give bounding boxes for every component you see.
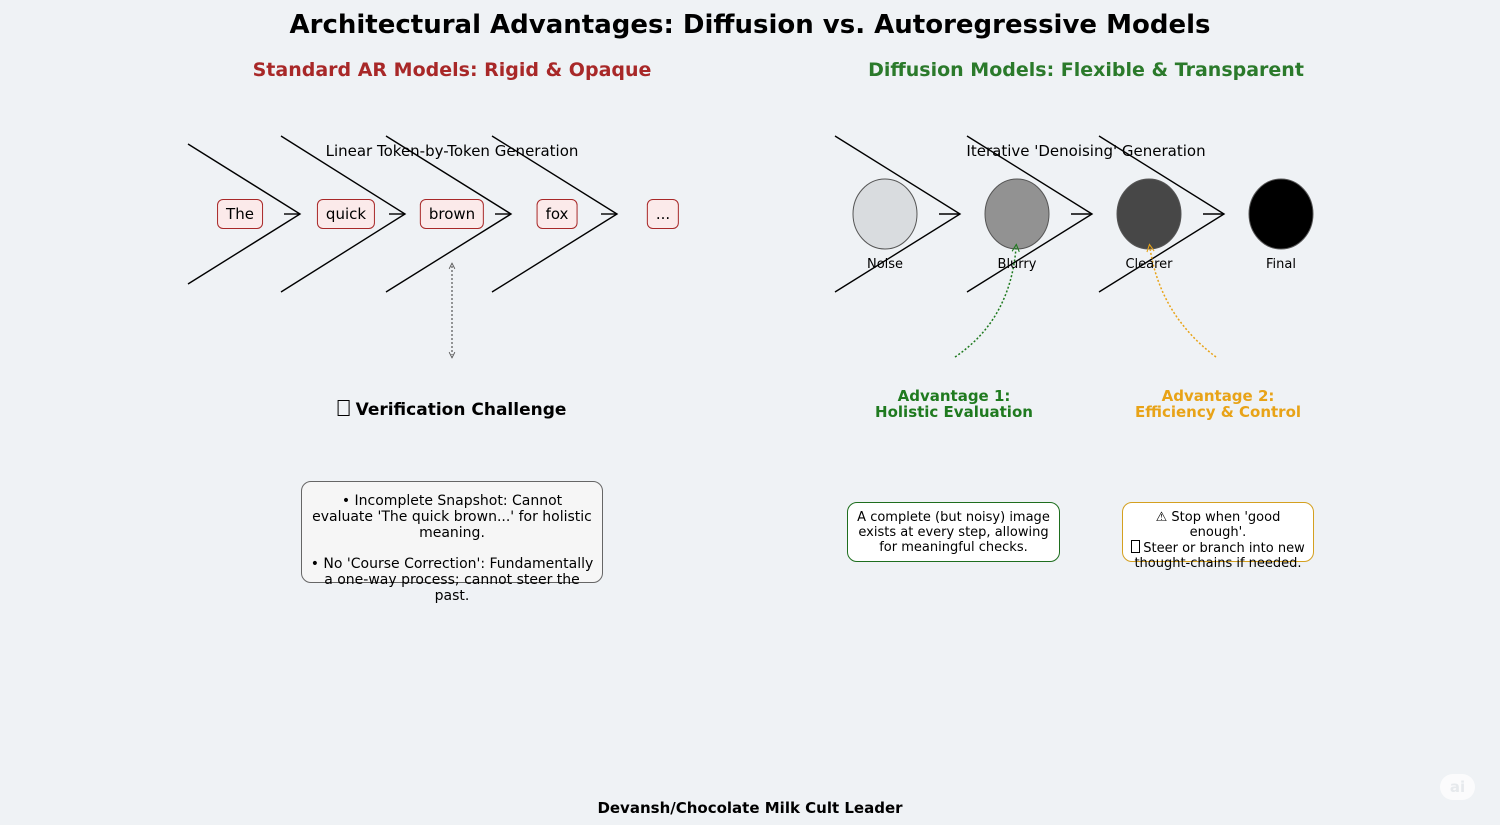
token-box: ... bbox=[646, 199, 680, 229]
watermark-logo: ai bbox=[1440, 774, 1475, 800]
adv1-title-line2: Holistic Evaluation bbox=[875, 403, 1033, 421]
adv2-pointer-arrow bbox=[1150, 248, 1217, 358]
challenge-title-text: Verification Challenge bbox=[355, 400, 567, 420]
ar-subtitle: Linear Token-by-Token Generation bbox=[325, 142, 579, 160]
footer-credit: Devansh/Chocolate Milk Cult Leader bbox=[597, 799, 903, 817]
adv2-description-box: ⚠ Stop when 'good enough'. Steer or bran… bbox=[1122, 502, 1314, 571]
diffusion-panel-title: Diffusion Models: Flexible & Transparent bbox=[868, 59, 1304, 81]
stage-label-final: Final bbox=[1266, 257, 1296, 272]
ar-flow-arrows bbox=[187, 135, 619, 293]
stage-label-noise: Noise bbox=[866, 257, 904, 272]
adv1-description: A complete (but noisy) image exists at e… bbox=[857, 510, 1050, 555]
unrendered-glyph-icon bbox=[337, 400, 350, 416]
main-title: Architectural Advantages: Diffusion vs. … bbox=[289, 10, 1211, 40]
diffusion-subtitle: Iterative 'Denoising' Generation bbox=[966, 142, 1206, 160]
unrendered-glyph-icon bbox=[1131, 540, 1141, 553]
stage-circle-noise bbox=[852, 178, 918, 250]
diffusion-flow-arrows bbox=[834, 135, 1226, 293]
token-box: The bbox=[217, 199, 263, 229]
adv2-title-line1: Advantage 2: bbox=[1161, 387, 1275, 405]
adv2-title-line2: Efficiency & Control bbox=[1134, 403, 1302, 421]
token-box: brown bbox=[419, 199, 485, 229]
adv2-title: Advantage 2: Efficiency & Control bbox=[1135, 388, 1301, 420]
token-box: quick bbox=[316, 199, 376, 229]
adv2-line-1: ⚠ Stop when 'good enough'. bbox=[1155, 510, 1281, 540]
adv2-line-2: Steer or branch into new thought-chains … bbox=[1127, 540, 1309, 571]
ar-limitation-item: • No 'Course Correction': Fundamentally … bbox=[310, 556, 594, 604]
adv2-line-2-text: Steer or branch into new thought-chains … bbox=[1134, 541, 1305, 571]
verification-challenge-title: Verification Challenge bbox=[337, 400, 567, 420]
stage-label-blurry: Blurry bbox=[997, 257, 1037, 272]
ar-limitation-item: • Incomplete Snapshot: Cannot evaluate '… bbox=[312, 493, 592, 541]
stage-circle-clearer bbox=[1116, 178, 1182, 250]
adv1-title: Advantage 1: Holistic Evaluation bbox=[875, 388, 1033, 420]
stage-circle-final bbox=[1248, 178, 1314, 250]
token-box: fox bbox=[536, 199, 578, 229]
diffusion-stage-circles bbox=[852, 178, 1314, 250]
ar-panel-title: Standard AR Models: Rigid & Opaque bbox=[252, 59, 652, 81]
adv1-title-line1: Advantage 1: bbox=[897, 387, 1011, 405]
adv1-description-box: A complete (but noisy) image exists at e… bbox=[847, 502, 1060, 562]
stage-label-clearer: Clearer bbox=[1125, 257, 1173, 272]
adv1-pointer-arrow bbox=[954, 248, 1016, 358]
ar-limitations-box: • Incomplete Snapshot: Cannot evaluate '… bbox=[301, 481, 603, 604]
stage-circle-blurry bbox=[984, 178, 1050, 250]
